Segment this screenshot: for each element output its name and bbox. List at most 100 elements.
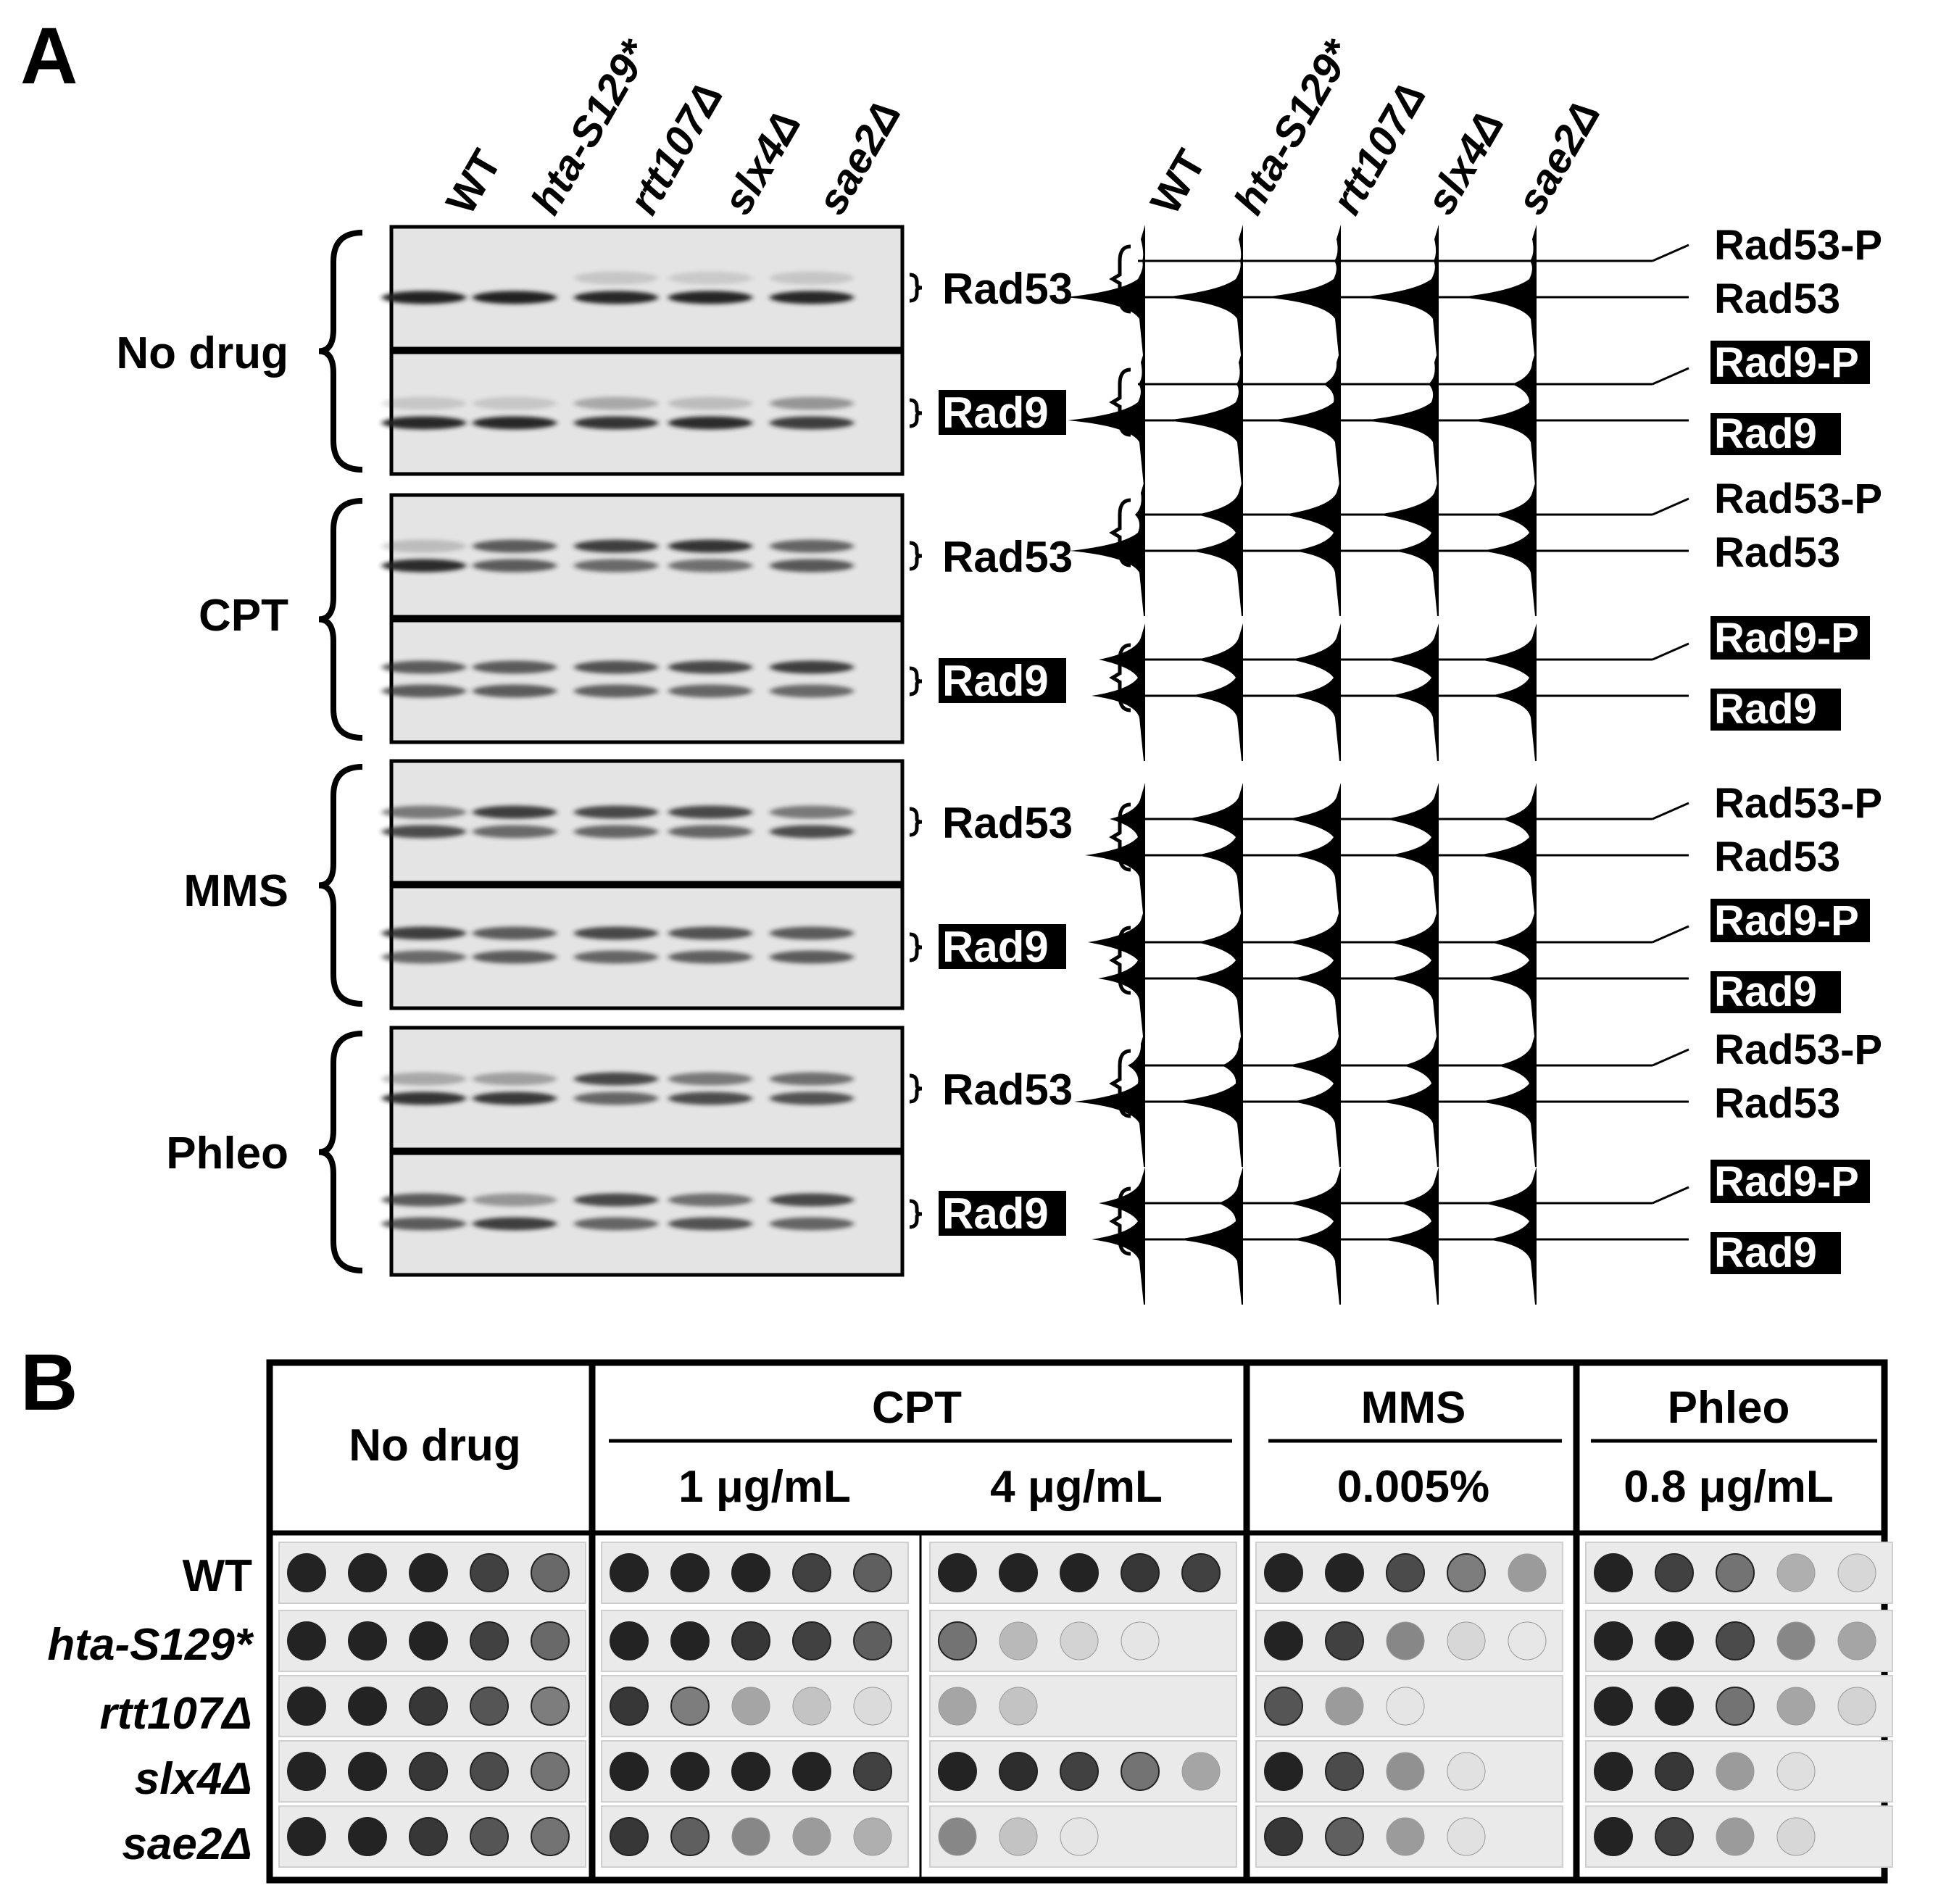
- band-phosphorylated: [668, 271, 752, 285]
- colony-spot: [1655, 1621, 1694, 1660]
- brace-phleo: [318, 1031, 363, 1273]
- blot-frame: [389, 1026, 905, 1152]
- band-phosphorylated: [770, 660, 854, 674]
- trace-label-rad9-p: Rad9-P: [1714, 615, 1859, 662]
- band-phosphorylated: [668, 539, 752, 553]
- colony-spot: [999, 1553, 1038, 1592]
- trace-peak: [1284, 478, 1341, 616]
- colony-spot: [1716, 1621, 1755, 1660]
- band-phosphorylated: [574, 926, 658, 940]
- trace-peak: [1070, 478, 1145, 616]
- colony-spot: [1060, 1553, 1099, 1592]
- colony-spot: [287, 1621, 326, 1660]
- header-cpt: CPT: [872, 1383, 962, 1433]
- leader-phospho: [1652, 802, 1689, 820]
- band-unphosphorylated: [770, 1092, 854, 1105]
- leader-phospho: [1652, 1186, 1689, 1205]
- band-phosphorylated: [574, 1193, 658, 1207]
- colony-spot: [999, 1687, 1038, 1726]
- colony-spot: [853, 1687, 892, 1726]
- band-unphosphorylated: [668, 1092, 752, 1105]
- trace-brace: [1109, 367, 1131, 437]
- blot-frame: [389, 884, 905, 1010]
- leader-phospho: [1652, 497, 1689, 516]
- colony-spot: [470, 1621, 509, 1660]
- band-phosphorylated: [473, 396, 557, 410]
- plate-no-drug: [278, 1542, 586, 1868]
- colony-spot: [1776, 1687, 1816, 1726]
- colony-spot: [853, 1553, 892, 1592]
- band-unphosphorylated: [574, 1092, 658, 1105]
- trace-peak: [1479, 623, 1537, 761]
- band-unphosphorylated: [574, 1217, 658, 1231]
- band-unphosphorylated: [770, 1217, 854, 1231]
- blot-label-rad9: Rad9: [942, 657, 1049, 705]
- densitometry-traces: Rad53-PRad53Rad9-PRad9Rad53-PRad53Rad9-P…: [1065, 222, 1882, 1305]
- colony-spot: [1594, 1687, 1633, 1726]
- colony-spot: [409, 1817, 448, 1856]
- colony-spot: [1655, 1817, 1694, 1856]
- band-unphosphorylated: [770, 416, 854, 430]
- blot-cpt-rad53: Rad53: [382, 493, 1073, 619]
- blot-label-rad9: Rad9: [942, 923, 1049, 971]
- band-unphosphorylated: [668, 559, 752, 573]
- colony-spot: [1181, 1752, 1221, 1791]
- leader-phospho: [1652, 1048, 1689, 1067]
- condition-label-cpt: CPT: [199, 591, 288, 641]
- trace-peak: [1459, 225, 1537, 362]
- trace-peak: [1476, 783, 1537, 920]
- colony-spot: [670, 1621, 710, 1660]
- colony-spot: [1837, 1687, 1876, 1726]
- colony-spot: [1776, 1553, 1816, 1592]
- blot-phleo-rad9: Rad9: [382, 1151, 1066, 1277]
- colony-spot: [1181, 1553, 1221, 1592]
- band-unphosphorylated: [574, 416, 658, 430]
- trace-brace: [1109, 643, 1131, 712]
- band-unphosphorylated: [382, 684, 466, 698]
- colony-spot: [1716, 1553, 1755, 1592]
- header-no-drug: No drug: [349, 1421, 521, 1471]
- colony-spot: [1264, 1553, 1303, 1592]
- colony-spot: [1325, 1817, 1364, 1856]
- trace-peak: [1085, 783, 1145, 920]
- trace-peak: [1176, 1167, 1243, 1305]
- trace-label-bg: [1710, 616, 1870, 660]
- colony-spot: [1386, 1687, 1425, 1726]
- trace-peak: [1481, 478, 1537, 616]
- colony-spot: [938, 1621, 977, 1660]
- blot-no-drug-rad53: Rad53: [382, 225, 1073, 351]
- trace-peak: [1263, 225, 1341, 362]
- colony-spot: [409, 1553, 448, 1592]
- trace-label-bg: [1710, 689, 1841, 731]
- trace-peak: [1287, 906, 1341, 1044]
- band-unphosphorylated: [473, 291, 557, 304]
- header-mms: MMS: [1361, 1383, 1466, 1433]
- band-brace: [909, 932, 923, 963]
- colony-spot: [1325, 1621, 1364, 1660]
- colony-spot: [610, 1752, 649, 1791]
- trace-brace: [1109, 1186, 1131, 1256]
- blot-label-bg: [939, 390, 1066, 435]
- colony-spot: [1264, 1752, 1303, 1791]
- trace-label-rad53-p: Rad53-P: [1714, 1026, 1882, 1073]
- trace-peak: [1360, 225, 1439, 362]
- colony-spot: [1594, 1752, 1633, 1791]
- colony-spot: [531, 1752, 570, 1791]
- trace-label-rad53-p: Rad53-P: [1714, 222, 1882, 269]
- colony-spot: [1325, 1752, 1364, 1791]
- band-brace: [909, 541, 923, 571]
- trace-peak: [1385, 623, 1439, 761]
- row-label-rtt107: rtt107Δ: [100, 1689, 253, 1739]
- colony-spot: [348, 1752, 387, 1791]
- colony-spot: [1386, 1553, 1425, 1592]
- blot-label-bg: [939, 658, 1066, 703]
- band-phosphorylated: [382, 926, 466, 940]
- trace-peak: [1068, 348, 1145, 486]
- colony-spot: [1594, 1621, 1633, 1660]
- colony-spot: [409, 1687, 448, 1726]
- blot-label-rad53: Rad53: [942, 265, 1073, 313]
